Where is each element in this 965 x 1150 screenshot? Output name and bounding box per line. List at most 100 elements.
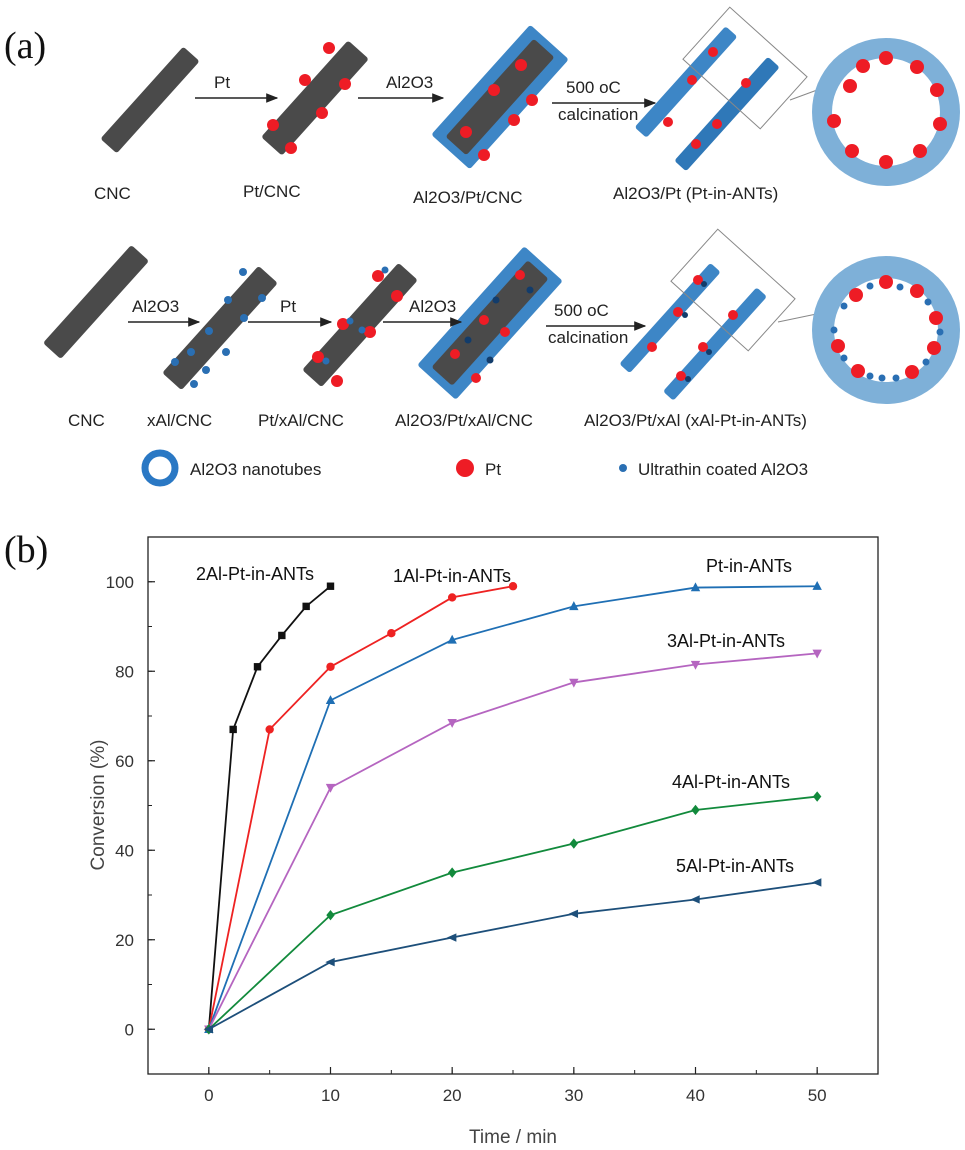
- legend-coated: Ultrathin coated Al2O3: [638, 460, 808, 479]
- schematic-legend: Al2O3 nanotubes Pt Ultrathin coated Al2O…: [141, 449, 808, 487]
- y-tick-label: 40: [115, 841, 134, 860]
- cross-section-2: [812, 256, 960, 404]
- x-tick-label: 50: [808, 1086, 827, 1105]
- series-2-point: [569, 601, 579, 611]
- series-0-point: [229, 725, 237, 734]
- series-line-3: [208, 652, 818, 1030]
- series-label-3al: 3Al-Pt-in-ANTs: [667, 631, 785, 651]
- series-3-point: [447, 719, 457, 728]
- plot-frame: [147, 536, 879, 1075]
- series-4-point: [569, 838, 579, 849]
- x-tick-label: 0: [204, 1086, 213, 1105]
- x-axis-label: Time / min: [469, 1127, 557, 1148]
- al2o3-pt-xal-cnc-rod: [418, 247, 562, 399]
- series-4: [204, 791, 822, 1035]
- series-5-point: [203, 1025, 214, 1034]
- arrow-label-al2o3: Al2O3: [386, 73, 433, 92]
- al2o3-pt-cnc-rod: [432, 25, 568, 169]
- panel-a: (a): [4, 6, 960, 487]
- row2-schematic: Al2O3 Pt Al2O3 500 oC calcination CNC xA…: [44, 228, 960, 430]
- arrow2-label-pt: Pt: [280, 297, 296, 316]
- row1-schematic: Pt Al2O3 500 oC calcination CNC Pt/CNC A…: [94, 6, 960, 207]
- x-axis-ticks: 0 10 20 30 40 50: [147, 1067, 879, 1105]
- series-3-point: [690, 660, 701, 670]
- series-line-5: [208, 881, 818, 1031]
- series-5-point: [811, 878, 822, 887]
- y-tick-label: 60: [115, 752, 134, 771]
- y-axis-label: Conversion (%): [88, 740, 109, 871]
- pt-cnc-rod: [262, 41, 368, 155]
- series-1-point: [387, 629, 396, 638]
- series-5-point: [568, 909, 579, 918]
- series-3: [204, 649, 822, 1035]
- series-0-point: [278, 631, 286, 640]
- series-label-1al: 1Al-Pt-in-ANTs: [393, 566, 511, 586]
- series-0-point: [326, 582, 335, 590]
- series-1-point: [447, 593, 457, 602]
- label-cnc: CNC: [94, 184, 131, 203]
- series-0-point: [253, 663, 262, 671]
- arrow-label-pt: Pt: [214, 73, 230, 92]
- label2-pt-xal-cnc: Pt/xAl/CNC: [258, 411, 344, 430]
- series-0-point: [302, 602, 310, 611]
- series-line-2: [207, 585, 818, 1030]
- series-3-point: [812, 649, 822, 659]
- y-tick-label: 20: [115, 931, 134, 950]
- series-4-point: [447, 867, 457, 878]
- series-2-point: [690, 582, 701, 592]
- nanotube-icon: [141, 449, 179, 487]
- series-5-point: [446, 933, 457, 942]
- label-al2o3-pt-cnc: Al2O3/Pt/CNC: [413, 188, 523, 207]
- label2-al2o3-pt-xal-cnc: Al2O3/Pt/xAl/CNC: [395, 411, 533, 430]
- pt-icon: [456, 459, 474, 477]
- x-tick-label: 40: [686, 1086, 705, 1105]
- label-pt-in-ants: Al2O3/Pt (Pt-in-ANTs): [613, 184, 778, 203]
- arrow2-label-al2o3-b: Al2O3: [409, 297, 456, 316]
- legend-pt: Pt: [485, 460, 501, 479]
- series-label-pt: Pt-in-ANTs: [706, 556, 792, 576]
- series-1-point: [508, 582, 518, 591]
- xal-cnc-rod: [163, 267, 277, 389]
- label2-xal-pt-in-ants: Al2O3/Pt/xAl (xAl-Pt-in-ANTs): [584, 411, 807, 430]
- x-tick-label: 10: [321, 1086, 340, 1105]
- arrow-label-temp: 500 oC: [566, 78, 621, 97]
- series-2-point: [447, 634, 457, 644]
- series-2-point: [325, 695, 336, 705]
- series-label-4al: 4Al-Pt-in-ANTs: [672, 772, 790, 792]
- label2-xal-cnc: xAl/CNC: [147, 411, 212, 430]
- arrow2-label-temp: 500 oC: [554, 301, 609, 320]
- series-3-point: [569, 678, 579, 688]
- coated-al2o3-icon: [619, 464, 627, 472]
- series-label-5al: 5Al-Pt-in-ANTs: [676, 856, 794, 876]
- label-pt-cnc: Pt/CNC: [243, 182, 301, 201]
- y-tick-label: 100: [106, 573, 134, 592]
- cnc-rod: [101, 47, 199, 153]
- x-tick-label: 30: [564, 1086, 583, 1105]
- pt-xal-cnc-rod: [303, 264, 417, 387]
- series-0: [205, 582, 335, 1033]
- series-5-point: [325, 957, 335, 967]
- xal-pt-in-ants-tubes: [620, 228, 827, 400]
- series-labels: 2Al-Pt-in-ANTs 1Al-Pt-in-ANTs Pt-in-ANTs…: [196, 556, 794, 876]
- series-4-point: [691, 804, 700, 816]
- cross-section-1: [812, 38, 960, 186]
- x-tick-label: 20: [443, 1086, 462, 1105]
- series-2: [204, 581, 822, 1033]
- series-label-2al: 2Al-Pt-in-ANTs: [196, 564, 314, 584]
- arrow-label-calcination: calcination: [558, 105, 638, 124]
- series-4-point: [326, 909, 335, 921]
- pt-in-ants-tubes: [635, 6, 829, 171]
- y-tick-label: 0: [125, 1020, 134, 1039]
- panel-b-letter: (b): [4, 529, 48, 571]
- series-line-1: [207, 585, 514, 1030]
- series-layer: [203, 581, 822, 1035]
- series-line-4: [208, 795, 818, 1030]
- series-5-point: [690, 895, 700, 904]
- arrow2-label-al2o3: Al2O3: [132, 297, 179, 316]
- label2-cnc: CNC: [68, 411, 105, 430]
- series-2-point: [812, 581, 822, 590]
- panel-a-letter: (a): [4, 25, 46, 67]
